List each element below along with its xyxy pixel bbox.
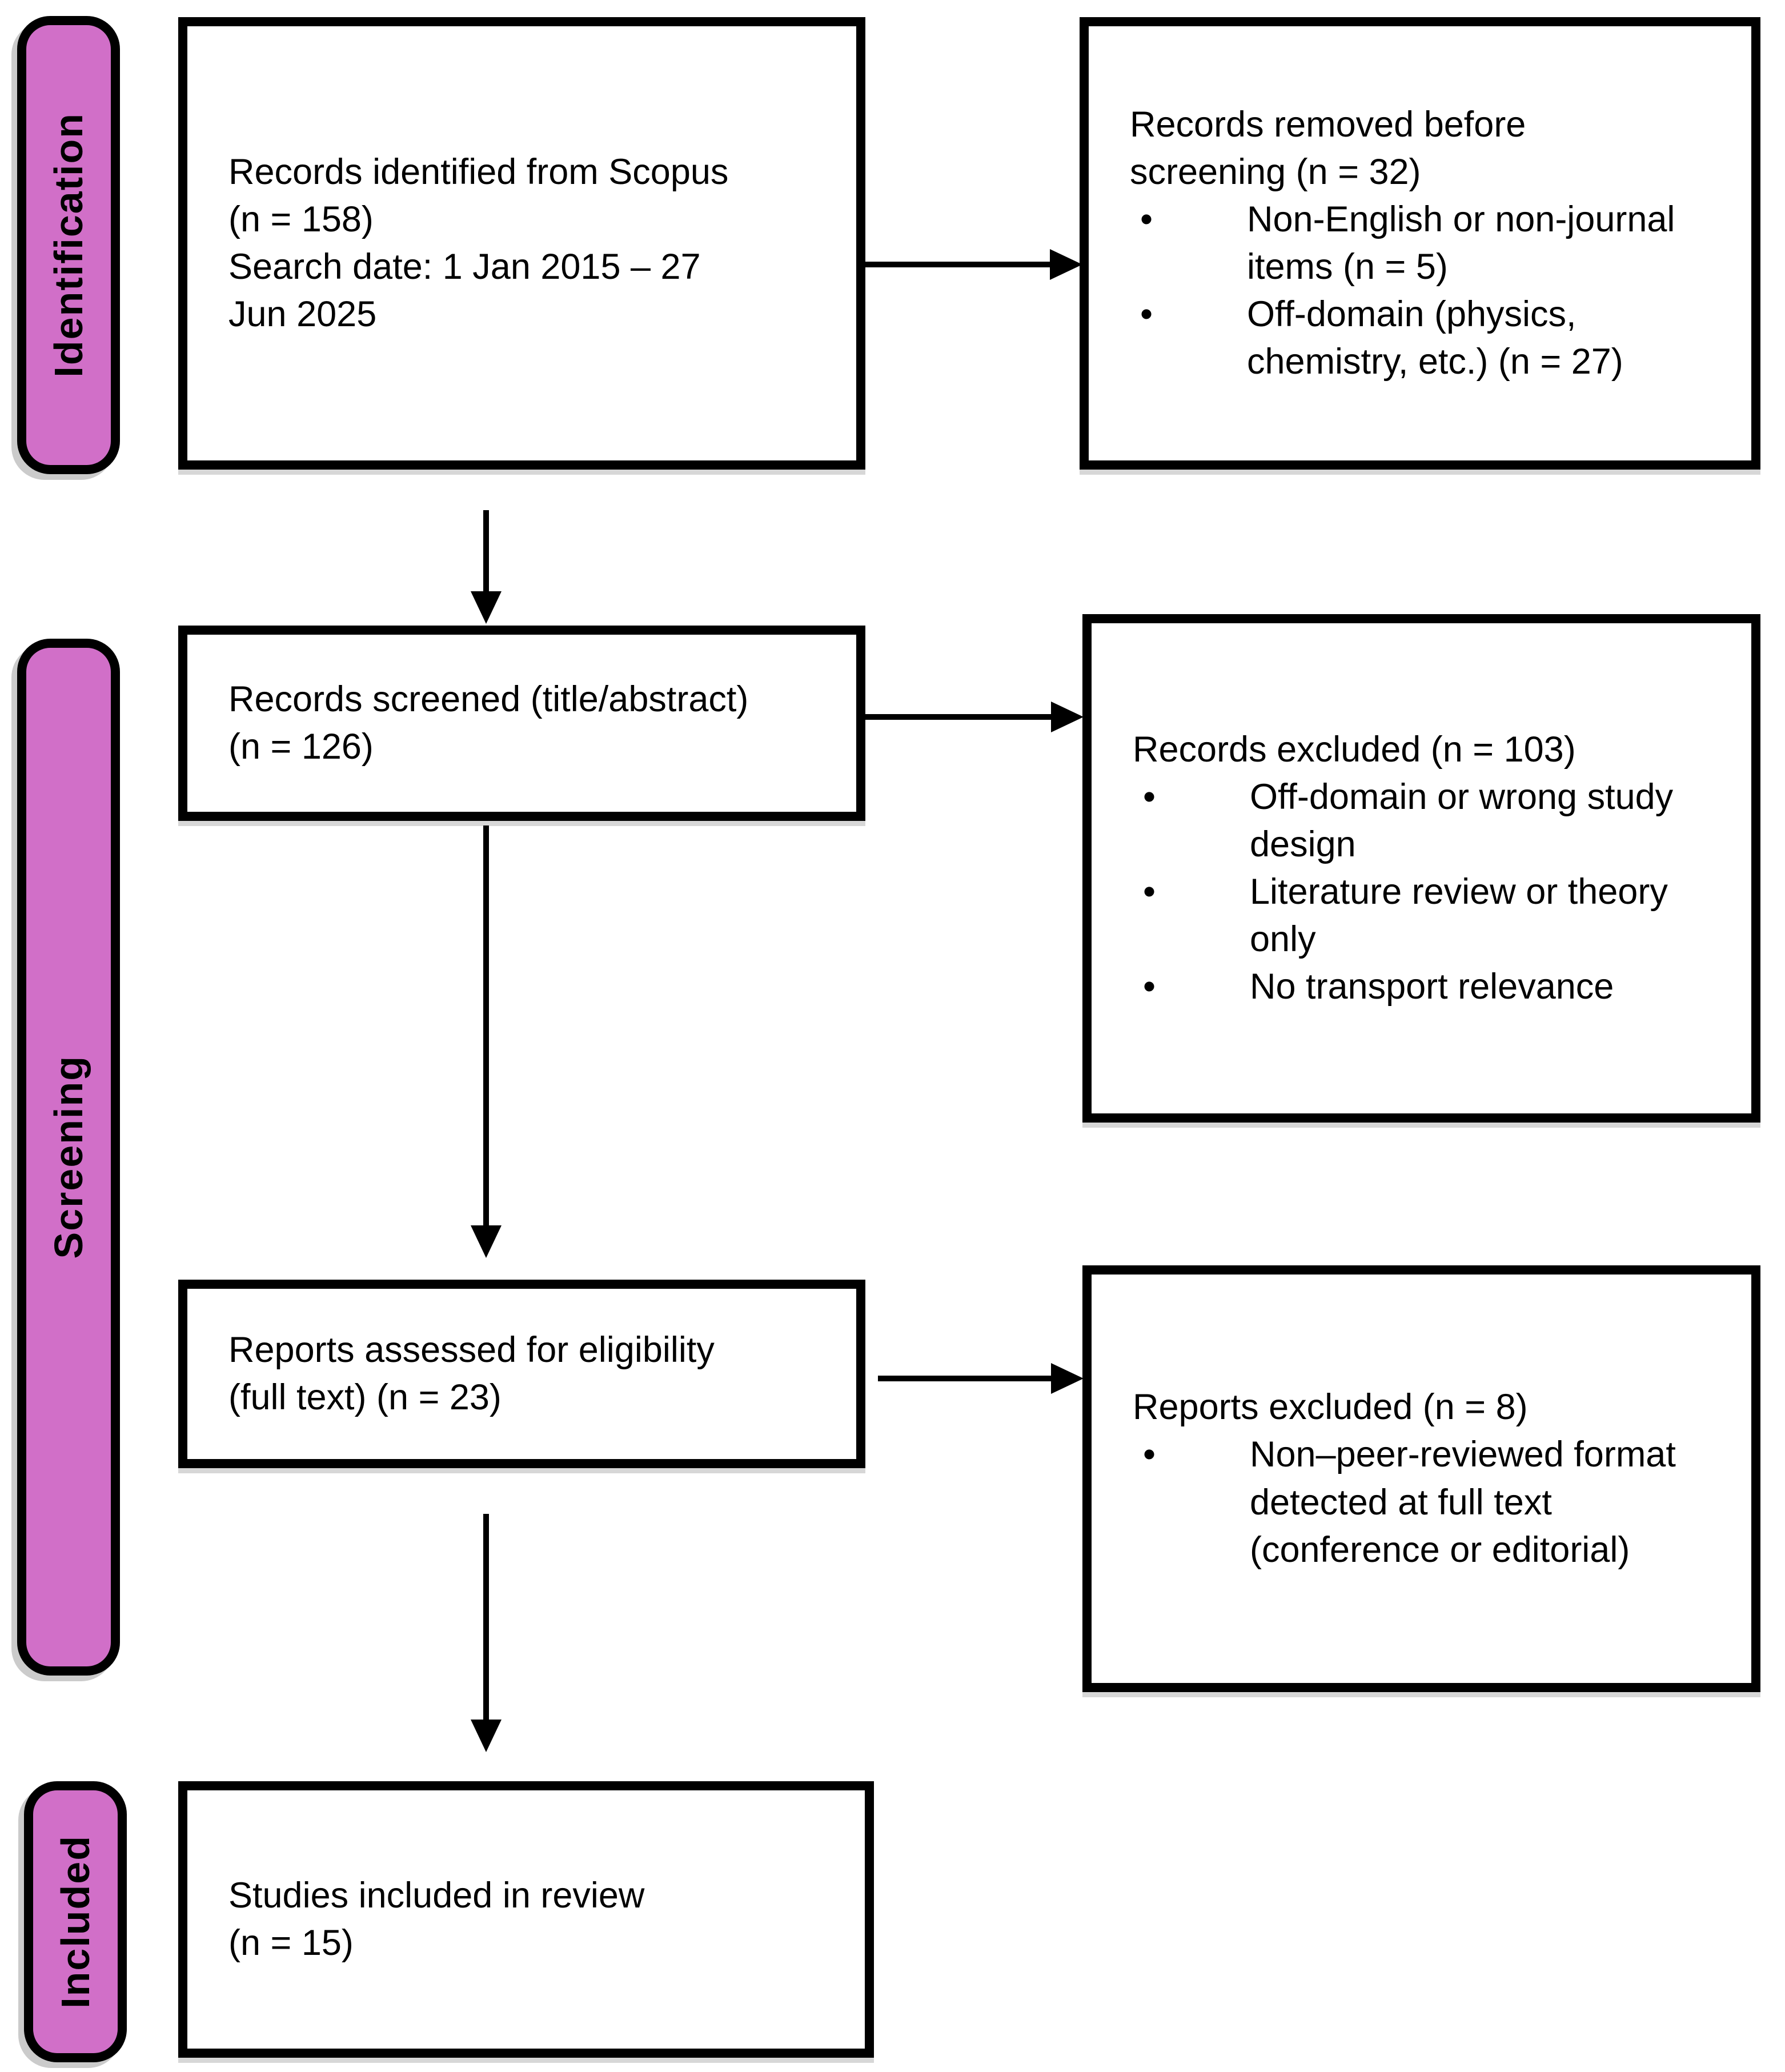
box-text: Reports excluded (n = 8) Non–peer-review…	[1092, 1275, 1751, 1683]
box-text: Records excluded (n = 103) Off-domain or…	[1092, 623, 1751, 1113]
bullet-list: Non–peer-reviewed format detected at ful…	[1133, 1431, 1728, 1573]
stage-label-included: Included	[24, 1781, 127, 2062]
bullet-list: Non-English or non-journal items (n = 5)…	[1130, 196, 1728, 386]
arrow-identified-to-screened	[483, 510, 489, 593]
stage-label-identification: Identification	[17, 16, 120, 474]
arrow-head-down	[471, 1225, 502, 1258]
arrow-screened-to-assessed	[483, 825, 489, 1227]
box-records-screened: Records screened (title/abstract) (n = 1…	[178, 626, 865, 821]
box-text: Records identified from Scopus (n = 158)…	[228, 151, 729, 335]
arrow-head-right	[1050, 249, 1082, 280]
bullet-list: Off-domain or wrong study designLiteratu…	[1133, 774, 1728, 1011]
box-title: Reports excluded (n = 8)	[1133, 1387, 1528, 1428]
arrow-head-right	[1051, 1363, 1084, 1394]
box-reports-assessed: Reports assessed for eligibility (full t…	[178, 1280, 865, 1468]
bullet-item: Off-domain or wrong study design	[1133, 774, 1728, 868]
stage-label-text: Included	[53, 1835, 98, 2009]
bullet-item: Literature review or theory only	[1133, 868, 1728, 963]
box-text: Studies included in review (n = 15)	[228, 1875, 645, 1963]
arrow-head-down	[471, 1720, 502, 1752]
box-records-removed: Records removed before screening (n = 32…	[1080, 17, 1760, 470]
box-records-excluded: Records excluded (n = 103) Off-domain or…	[1082, 614, 1760, 1123]
box-title: Records excluded (n = 103)	[1133, 729, 1576, 770]
bullet-item: Non-English or non-journal items (n = 5)	[1130, 196, 1728, 291]
box-text: Reports assessed for eligibility (full t…	[228, 1329, 715, 1417]
box-text: Records removed before screening (n = 32…	[1089, 26, 1751, 460]
bullet-item: No transport relevance	[1133, 963, 1728, 1011]
box-reports-excluded: Reports excluded (n = 8) Non–peer-review…	[1082, 1265, 1760, 1692]
arrow-assessed-to-reports-excluded	[878, 1376, 1053, 1381]
box-title: Records removed before screening (n = 32…	[1130, 104, 1526, 192]
stage-label-text: Identification	[46, 113, 91, 378]
arrow-identified-to-removed	[865, 262, 1052, 267]
arrow-head-down	[471, 591, 502, 624]
arrow-head-right	[1051, 702, 1084, 732]
bullet-item: Off-domain (physics, chemistry, etc.) (n…	[1130, 291, 1728, 386]
arrow-screened-to-records-excluded	[865, 714, 1053, 720]
box-records-identified: Records identified from Scopus (n = 158)…	[178, 17, 865, 470]
box-studies-included: Studies included in review (n = 15)	[178, 1781, 874, 2058]
stage-label-screening: Screening	[17, 639, 120, 1676]
box-text: Records screened (title/abstract) (n = 1…	[228, 679, 749, 767]
bullet-item: Non–peer-reviewed format detected at ful…	[1133, 1431, 1728, 1573]
arrow-assessed-to-included	[483, 1514, 489, 1721]
stage-label-text: Screening	[46, 1055, 91, 1259]
